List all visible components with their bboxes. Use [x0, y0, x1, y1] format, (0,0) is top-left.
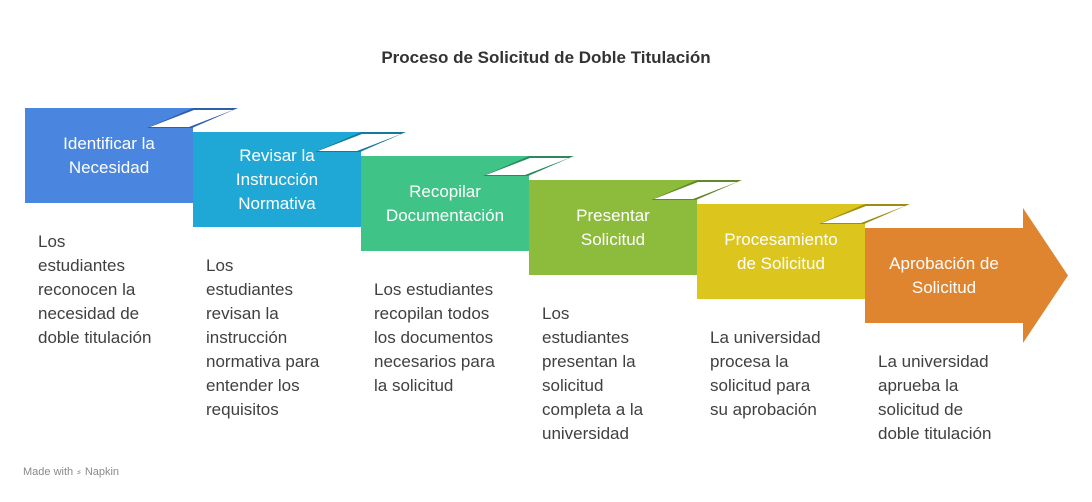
step-label-2: Revisar la Instrucción Normativa — [235, 145, 319, 213]
napkin-logo-icon: ⸗ — [77, 466, 81, 478]
step-fold-highlight-2 — [318, 134, 401, 151]
step-fold-highlight-5 — [822, 206, 905, 223]
watermark-brand: Napkin — [84, 466, 120, 478]
step-label-5: Procesamiento de Solicitud — [724, 229, 838, 273]
watermark: Made with ⸗ Napkin — [23, 466, 119, 478]
step-fold-highlight-3 — [486, 158, 569, 175]
step-description-2: Los estudiantes revisan la instrucción n… — [206, 256, 320, 419]
step-label-4: Presentar Solicitud — [576, 205, 650, 249]
watermark-prefix: Made with — [23, 466, 74, 478]
step-description-1: Los estudiantes reconocen la necesidad d… — [38, 232, 152, 347]
step-description-6: La universidad aprueba la solicitud de d… — [878, 352, 992, 443]
step-label-3: Recopilar Documentación — [385, 181, 505, 225]
step-fold-highlight-4 — [654, 182, 737, 199]
step-description-3: Los estudiantes recopilan todos los docu… — [374, 280, 495, 395]
step-description-4: Los estudiantes presentan la solicitud c… — [542, 304, 644, 443]
step-block-6 — [865, 208, 1068, 343]
step-description-5: La universidad procesa la solicitud para… — [710, 328, 821, 419]
step-fold-highlight-1 — [150, 110, 233, 127]
diagram-title: Proceso de Solicitud de Doble Titulación — [381, 48, 711, 67]
step-label-6: Aprobación de Solicitud — [889, 253, 999, 297]
step-label-1: Identificar la Necesidad — [63, 133, 155, 177]
